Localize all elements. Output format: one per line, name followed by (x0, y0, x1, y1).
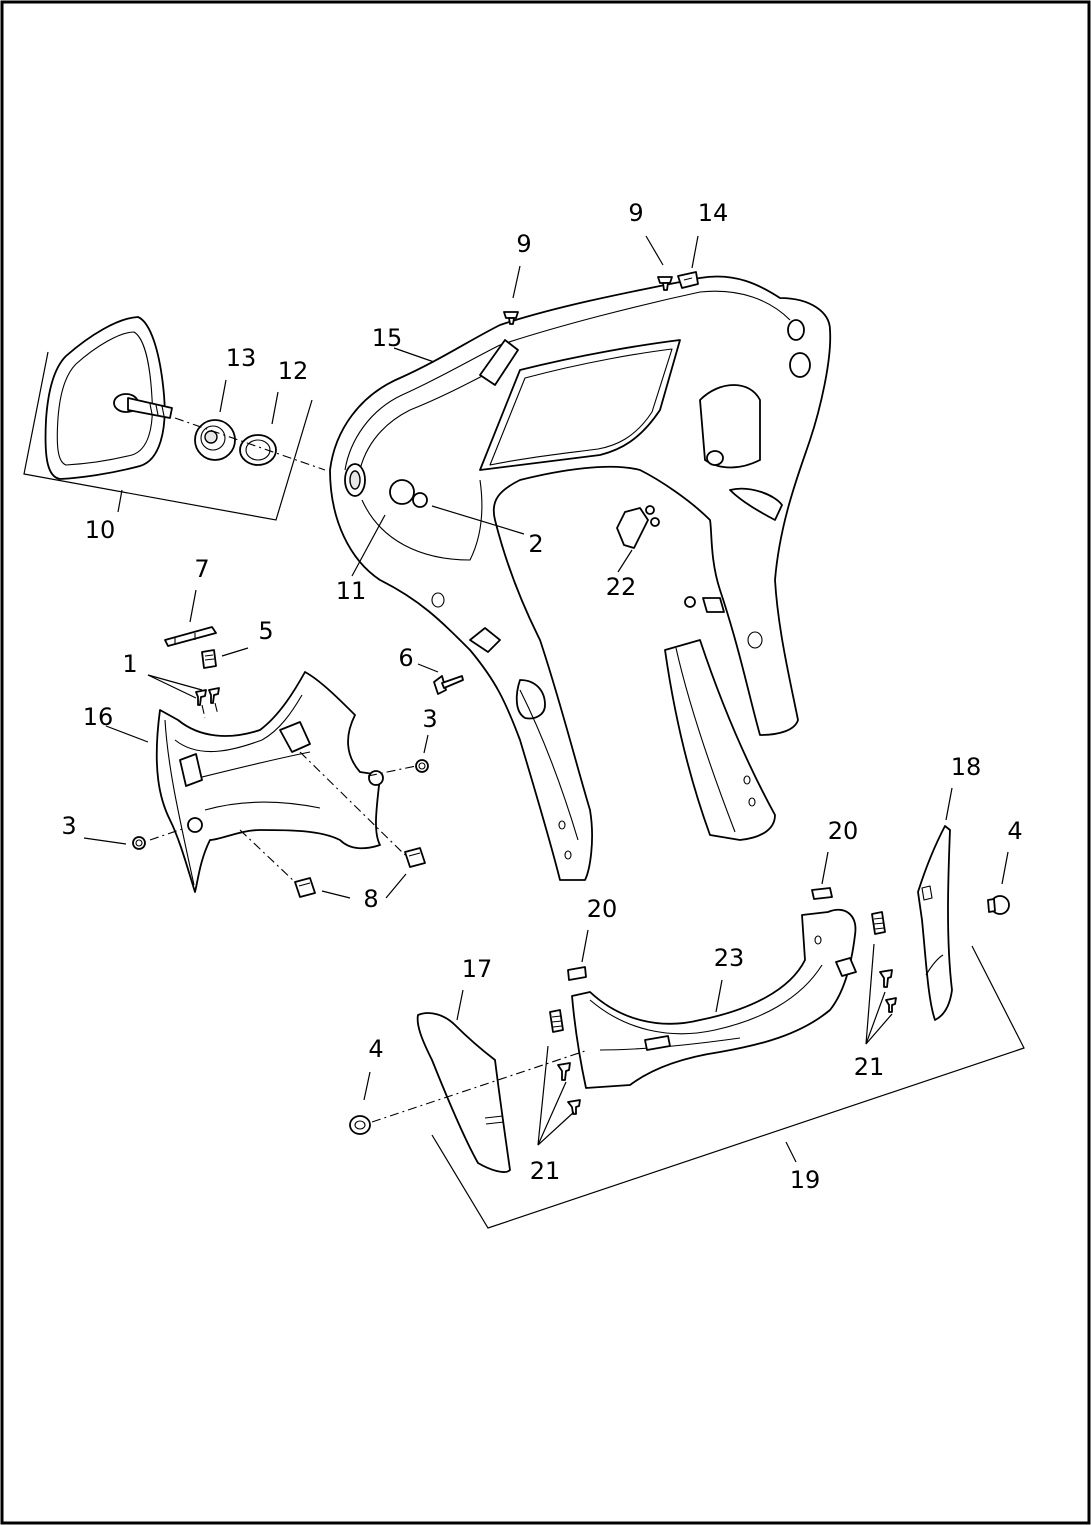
nuts-8 (294, 847, 426, 898)
callout-1: 1 (122, 650, 137, 678)
leader-lines (83, 235, 1009, 1163)
callout-13: 13 (226, 344, 257, 372)
rivets-1 (195, 687, 220, 706)
clip-14 (677, 271, 699, 289)
fasteners-21-left (549, 1009, 581, 1115)
callout-8: 8 (363, 885, 378, 913)
callout-3-left: 3 (61, 812, 76, 840)
callout-21-left: 21 (530, 1157, 561, 1185)
lower-trim-23 (571, 908, 857, 1089)
callout-6: 6 (398, 644, 413, 672)
callout-4-right: 4 (1007, 817, 1022, 845)
callout-22: 22 (606, 573, 637, 601)
callout-20-left: 20 (587, 895, 618, 923)
callout-9-right: 9 (628, 199, 643, 227)
callout-14: 14 (698, 199, 729, 227)
lower-bracket-16 (155, 671, 384, 893)
clips-20 (567, 887, 833, 981)
callout-16: 16 (83, 703, 114, 731)
callout-23: 23 (714, 944, 745, 972)
callout-9-left: 9 (516, 230, 531, 258)
fastener-6 (433, 675, 464, 695)
clip-7 (164, 626, 217, 647)
trim-panel-18 (917, 825, 953, 1021)
callout-2: 2 (528, 530, 543, 558)
bolt-4-left (349, 1115, 371, 1135)
clip-5 (201, 649, 217, 669)
callout-labels: 1 2 3 3 4 4 5 6 7 8 9 9 10 11 12 13 14 1… (61, 199, 1022, 1194)
fasteners-21-right (871, 911, 897, 1013)
callout-4-left: 4 (368, 1035, 383, 1063)
callout-20-right: 20 (828, 817, 859, 845)
callout-3-right: 3 (422, 705, 437, 733)
callout-18: 18 (951, 753, 982, 781)
callout-11: 11 (336, 577, 367, 605)
mirror-assembly (44, 316, 277, 480)
callout-12: 12 (278, 357, 309, 385)
fastener-9-left (503, 311, 519, 325)
callout-5: 5 (258, 617, 273, 645)
callout-21-right: 21 (854, 1053, 885, 1081)
callout-7: 7 (194, 555, 209, 583)
callout-17: 17 (462, 955, 493, 983)
nut-3-left (132, 836, 146, 850)
trim-panel-17 (416, 1012, 511, 1173)
callout-15: 15 (372, 324, 403, 352)
wire-clip-22 (616, 505, 660, 549)
callout-19: 19 (790, 1166, 821, 1194)
bolt-4-right (987, 895, 1010, 915)
callout-10: 10 (85, 516, 116, 544)
inner-fairing (329, 275, 832, 881)
fastener-9-right (657, 276, 673, 291)
nut-3-right (415, 759, 429, 773)
